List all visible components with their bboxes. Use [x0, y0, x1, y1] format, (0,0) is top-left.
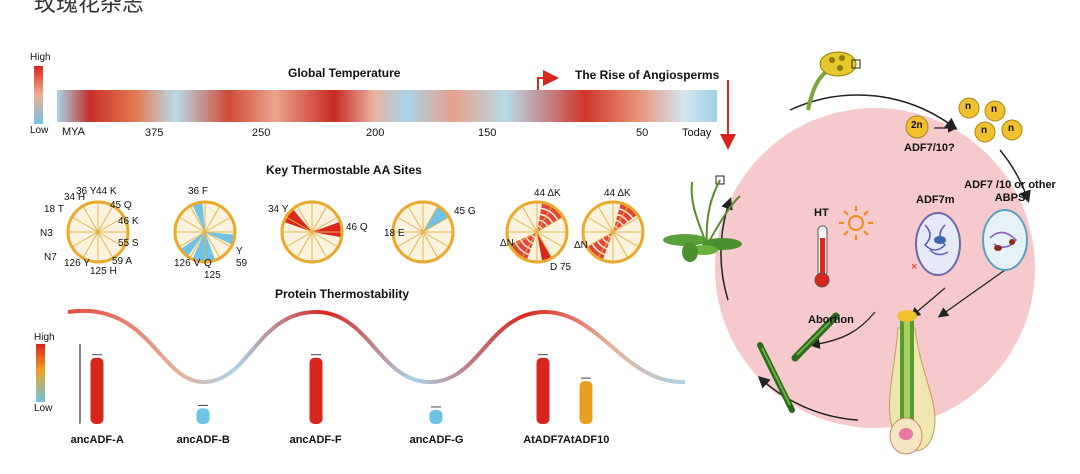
aa-site-label: D 75 — [550, 262, 572, 273]
aa-site-label: 59 A — [112, 256, 133, 267]
aa-wheel-1 — [66, 200, 130, 264]
aa-site-label: 55 S — [118, 238, 139, 249]
bar-ancADF-A — [90, 357, 104, 424]
aa-site-label: ΔN — [574, 240, 588, 251]
aa-site-label: 44 ΔK — [604, 188, 631, 199]
bar-label: ancADF-B — [176, 434, 230, 446]
aa-site-label: 126 Y — [64, 258, 90, 269]
bar-AtADF10 — [579, 381, 593, 424]
cycle-arrow-right — [999, 149, 1031, 203]
bar-label: AtADF10 — [562, 434, 610, 446]
aa-wheel-5 — [505, 200, 569, 264]
aa-site-label: 44 ΔK — [534, 188, 561, 199]
aa-site-label: 46 K — [118, 216, 139, 227]
bar-ancADF-F — [309, 357, 323, 424]
wheel-group — [66, 200, 645, 264]
flower-illustration — [806, 51, 861, 111]
pollen-grains — [905, 97, 1023, 143]
wt-pollen-cell — [982, 209, 1028, 271]
thermo-scale-low: Low — [34, 403, 53, 414]
thermo-scale-high: High — [34, 332, 55, 343]
aa-site-label: Q — [204, 258, 212, 269]
temperature-tick: 375 — [145, 127, 164, 139]
bar-ancADF-B — [196, 408, 210, 424]
temperature-tick: 200 — [366, 127, 385, 139]
rise-arrow — [537, 70, 559, 90]
mutant-pollen-cell — [915, 212, 961, 276]
aa-wheel-3 — [280, 200, 344, 264]
bar-group — [90, 354, 593, 424]
temperature-tick: 250 — [252, 127, 271, 139]
aa-site-label: 34 Y — [268, 204, 289, 215]
x-mark: × — [911, 261, 917, 273]
aa-site-label: 125 — [204, 270, 221, 281]
pistil-illustration — [889, 310, 936, 455]
aa-site-label: 34 H — [64, 192, 86, 203]
ploidy-label: 2n — [911, 120, 923, 131]
temperature-scale-bar — [34, 66, 43, 124]
aa-site-label: N3 — [40, 228, 53, 239]
temperature-unit: MYA — [62, 126, 86, 138]
aa-site-label: 44 K — [96, 186, 117, 197]
aa-wheel-2 — [173, 200, 237, 264]
temperature-tick: 150 — [478, 127, 497, 139]
thermometer-icon — [814, 225, 830, 288]
germination-arrow — [910, 287, 946, 318]
aa-site-label: 18 E — [384, 228, 405, 239]
temperature-band — [57, 90, 717, 122]
abortion-arrow — [809, 311, 876, 349]
aa-site-label: ΔN — [500, 238, 514, 249]
haploid-label-2: n — [991, 104, 998, 115]
aa-site-label: 36 F — [188, 186, 209, 197]
aa-site-label: 126 V — [174, 258, 201, 269]
haploid-label-3: n — [981, 125, 988, 136]
aa-site-label: 46 Q — [346, 222, 368, 233]
thermostability-wave — [67, 308, 686, 385]
temp-scale-high: High — [30, 52, 51, 63]
bar-label: AtADF7 — [523, 434, 564, 446]
aborted-pollen — [757, 312, 840, 413]
abortion-label: Abortion — [808, 314, 854, 326]
aa-site-label: Y — [236, 246, 243, 257]
rise-label: The Rise of Angiosperms — [575, 68, 720, 82]
bar-label: ancADF-G — [409, 434, 464, 446]
aa-site-label: 45 G — [454, 206, 476, 217]
adf-other-label: ADF7 /10 or other ABPS — [964, 179, 1056, 204]
life-cycle-circle — [715, 108, 1035, 428]
sun-icon — [839, 206, 873, 240]
ht-label: HT — [814, 207, 829, 219]
aa-wheel-4 — [391, 200, 455, 264]
bar-label: ancADF-F — [289, 434, 342, 446]
bar-AtADF7 — [536, 357, 550, 424]
adf-question-label: ADF7/10? — [904, 142, 955, 154]
aa-site-label: 125 H — [90, 266, 117, 277]
aa-wheel-6 — [581, 200, 645, 264]
temp-scale-low: Low — [30, 125, 49, 136]
plant-illustration — [663, 175, 742, 262]
haploid-label-4: n — [1008, 123, 1015, 134]
aa-site-label: 18 T — [44, 204, 64, 215]
thermostability-scale-bar — [36, 344, 45, 402]
temperature-tick: 50 — [636, 127, 649, 139]
adf7m-label: ADF7m — [916, 194, 955, 206]
bar-ancADF-G — [429, 409, 443, 424]
header-cut-text: 玫瑰花杂志 — [34, 0, 145, 16]
aa-site-label: N7 — [44, 252, 57, 263]
germination-arrow-2 — [937, 269, 1006, 318]
temperature-tick: Today — [682, 127, 712, 139]
aa-site-label: 59 — [236, 258, 248, 269]
aa-sites-title: Key Thermostable AA Sites — [266, 163, 422, 177]
aa-site-label: 45 Q — [110, 200, 132, 211]
bar-label: ancADF-A — [70, 434, 124, 446]
haploid-label-1: n — [965, 101, 972, 112]
thermostability-title: Protein Thermostability — [275, 287, 410, 301]
cycle-arrow-bottom — [757, 375, 859, 421]
aa-site-label: 36 Y — [76, 186, 97, 197]
temperature-title: Global Temperature — [288, 66, 401, 80]
